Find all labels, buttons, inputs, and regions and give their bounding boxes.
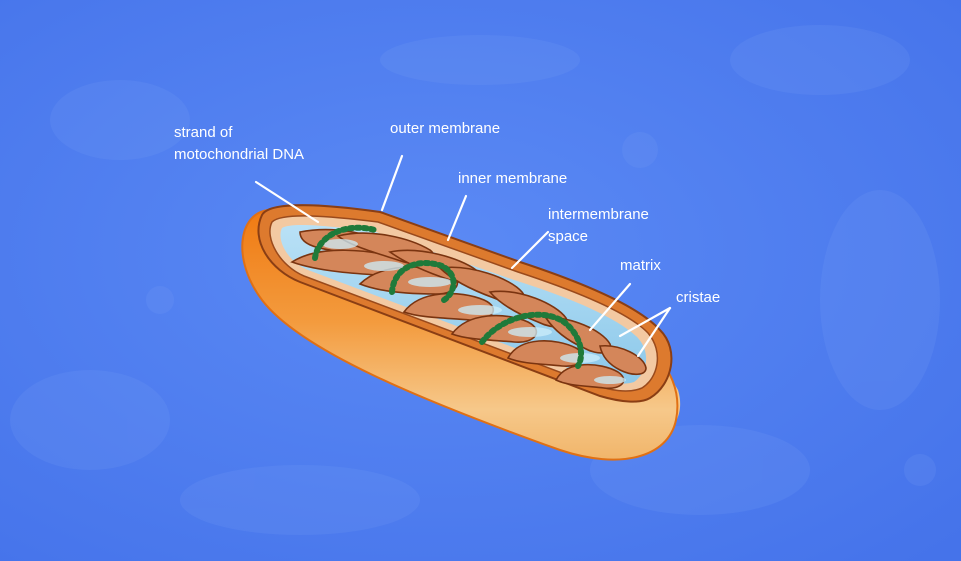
mitochondrial-dna bbox=[312, 224, 584, 369]
label-inner-membrane: inner membrane bbox=[458, 170, 568, 187]
label-cristae: cristae bbox=[676, 289, 721, 306]
label-intermembrane-line1: intermembrane bbox=[548, 206, 649, 223]
label-intermembrane-line2: space bbox=[548, 228, 589, 245]
label-matrix: matrix bbox=[620, 257, 661, 274]
matrix-highlights bbox=[322, 239, 626, 384]
label-dna-line1: strand of bbox=[174, 124, 233, 141]
label-dna: strand of motochondrial DNA bbox=[174, 122, 304, 166]
label-pointers bbox=[254, 154, 672, 358]
label-outer-membrane: outer membrane bbox=[390, 120, 501, 137]
label-dna-line2: motochondrial DNA bbox=[174, 146, 305, 163]
background-blobs bbox=[10, 25, 940, 535]
label-intermembrane-space: intermembrane space bbox=[548, 204, 649, 248]
